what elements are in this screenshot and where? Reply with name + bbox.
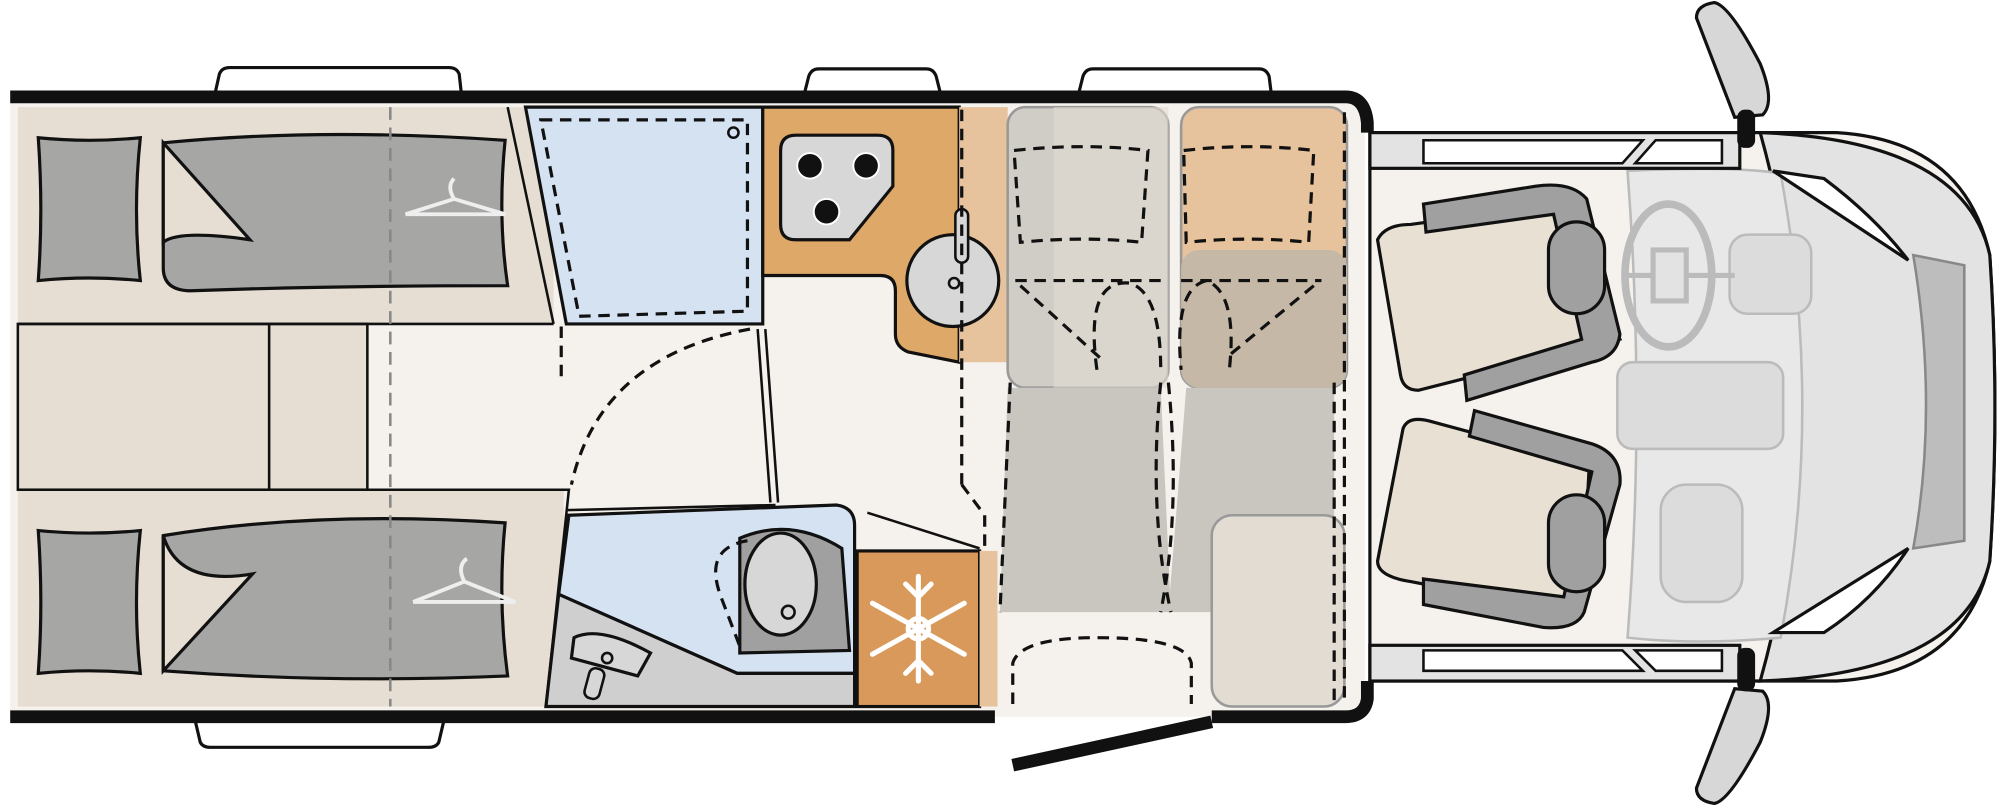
side-mirror — [1694, 0, 1771, 806]
toilet-icon — [714, 527, 852, 655]
shower — [523, 105, 765, 485]
windows — [193, 65, 1274, 749]
stove-icon — [779, 133, 895, 242]
entry-door[interactable] — [1011, 715, 1214, 772]
twin-beds — [16, 106, 571, 707]
fridge-snowflake-icon — [855, 549, 998, 709]
cab — [1368, 130, 1997, 683]
sink-icon — [905, 207, 1001, 329]
passenger-seat — [1375, 408, 1622, 630]
dinette-seats — [960, 105, 1349, 708]
wardrobe-hanger-icon — [405, 177, 517, 604]
washroom — [544, 328, 980, 709]
washbasin-icon — [569, 632, 653, 701]
body-walls — [10, 90, 1374, 724]
steering-wheel-icon — [1621, 200, 1735, 351]
driver-seat — [1375, 183, 1623, 403]
kitchen — [761, 105, 1008, 485]
